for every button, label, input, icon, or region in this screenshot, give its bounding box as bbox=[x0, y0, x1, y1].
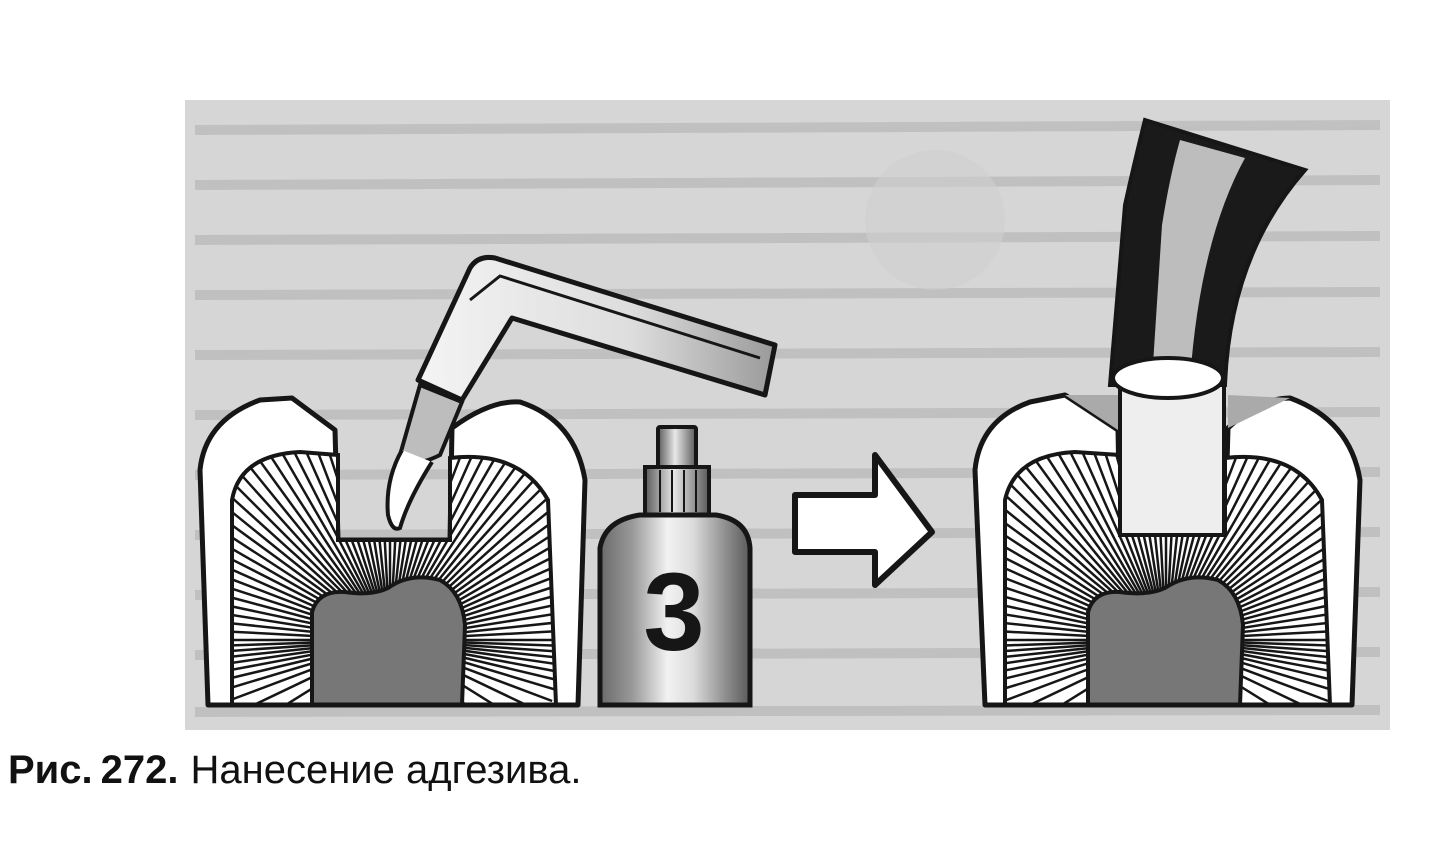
caption-text: Нанесение адгезива. bbox=[190, 748, 582, 792]
adhesive-layer bbox=[1065, 395, 1118, 430]
caption-prefix: Рис. bbox=[8, 748, 93, 792]
right-arrow-icon bbox=[792, 452, 935, 588]
bottle-label: 3 bbox=[643, 551, 704, 674]
adhesive-bottle: 3 bbox=[597, 425, 753, 708]
light-beam bbox=[1118, 383, 1226, 537]
figure-caption: Рис.272.Нанесение адгезива. bbox=[8, 748, 582, 793]
light-curing-tip bbox=[1107, 117, 1309, 537]
applicator-brush-head bbox=[385, 449, 434, 531]
caption-number: 272. bbox=[100, 748, 179, 792]
applicator-brush bbox=[385, 255, 778, 531]
left-tooth-pulp bbox=[310, 575, 468, 707]
right-tooth-pulp bbox=[1086, 575, 1246, 707]
light-tip-end bbox=[1111, 356, 1225, 400]
applicator-handle bbox=[415, 255, 778, 403]
